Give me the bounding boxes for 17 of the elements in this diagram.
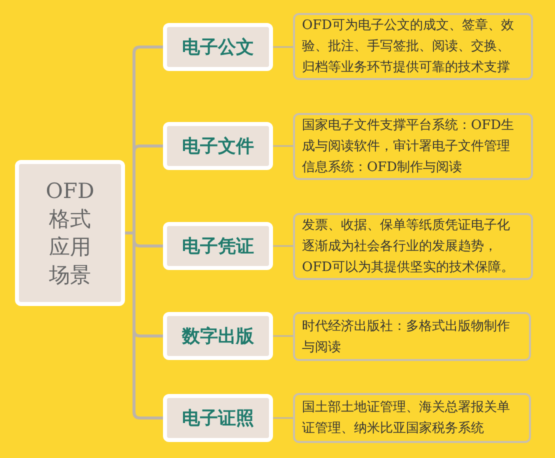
category-box: 电子凭证 xyxy=(163,222,273,270)
connector-line xyxy=(273,417,293,419)
category-box: 数字出版 xyxy=(163,312,273,360)
description-box: OFD可为电子公文的成文、签章、效验、批注、手写签批、阅读、交换、归档等业务环节提供可靠的技术支撑 xyxy=(293,13,533,80)
connector-line xyxy=(125,232,163,420)
connector-line xyxy=(273,145,293,147)
category-box: 电子文件 xyxy=(163,122,273,170)
connector-line xyxy=(273,46,293,48)
category-box: 电子证照 xyxy=(163,394,273,442)
category-box: 电子公文 xyxy=(163,23,273,71)
connector-line xyxy=(273,245,293,247)
description-box: 国土部土地证管理、海关总署报关单证管理、纳米比亚国家税务系统 xyxy=(293,393,531,443)
connector-line xyxy=(273,335,293,337)
description-box: 国家电子文件支撑平台系统：OFD生成与阅读软件，审计署电子文件管理信息系统：OFD制作与阅读 xyxy=(293,113,533,180)
description-box: 发票、收据、保单等纸质凭证电子化逐渐成为社会各行业的发展趋势，OFD可以为其提供坚实的技术保障。 xyxy=(293,213,533,280)
root-box: OFD格式应用场景 xyxy=(15,160,125,306)
description-box: 时代经济出版社：多格式出版物制作与阅读 xyxy=(293,312,531,361)
